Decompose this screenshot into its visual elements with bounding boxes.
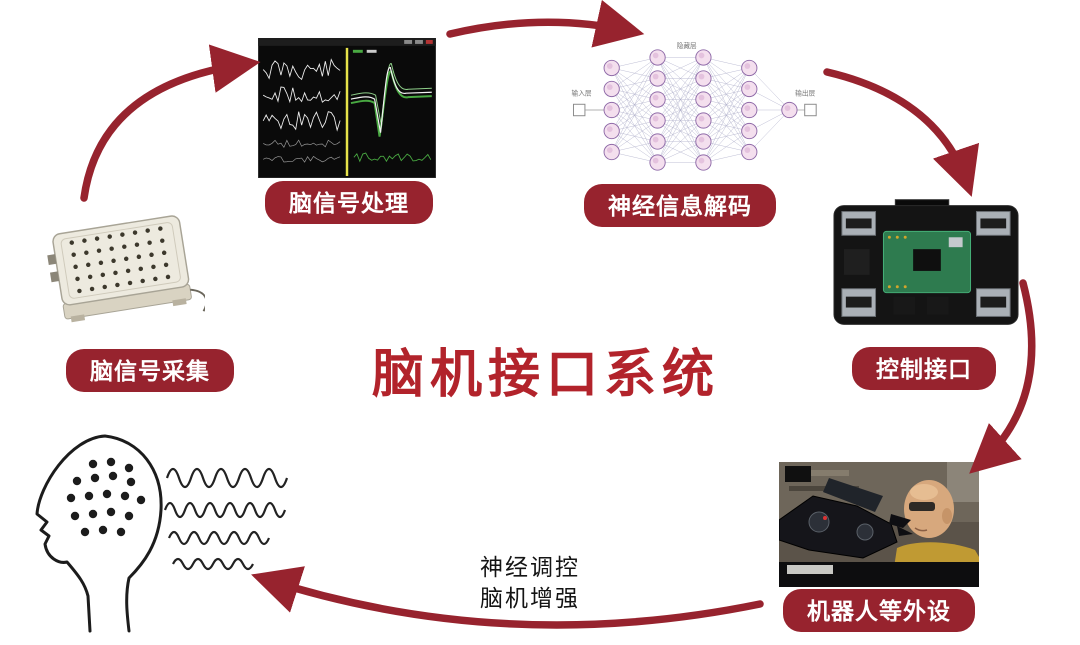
label-robot-peripherals: 机器人等外设 bbox=[783, 589, 975, 632]
head-outline bbox=[35, 434, 163, 633]
caption-line-1: 神经调控 bbox=[480, 555, 580, 580]
neuro-modulation-caption: 神经调控 脑机增强 bbox=[480, 552, 580, 614]
arrow-decoding-to-control bbox=[823, 68, 980, 197]
circuit-board-svg bbox=[833, 199, 1019, 325]
controller-circuit-board bbox=[832, 197, 1020, 330]
caption-line-2: 脑机增强 bbox=[480, 586, 580, 611]
pin-pads bbox=[887, 235, 907, 289]
device-cable bbox=[190, 288, 205, 312]
screen-titlebar bbox=[258, 38, 436, 46]
signal-processing-screenshot bbox=[258, 38, 436, 178]
person-glasses bbox=[909, 502, 935, 511]
electrode-sockets bbox=[69, 226, 171, 294]
erp-waveform bbox=[350, 63, 432, 137]
device-top bbox=[52, 215, 190, 306]
robotic-arm bbox=[779, 495, 898, 559]
arrow-acquisition-to-processing bbox=[80, 44, 261, 202]
label-control-interface: 控制接口 bbox=[852, 347, 996, 390]
head-profile-with-electrodes-and-brainwaves bbox=[15, 426, 310, 634]
scalp-electrodes bbox=[66, 457, 146, 537]
label-neural-decoding: 神经信息解码 bbox=[584, 184, 776, 227]
eeg-amplifier-device bbox=[40, 203, 205, 331]
raw-signal-traces bbox=[262, 58, 432, 163]
page-title: 脑机接口系统 bbox=[371, 345, 721, 405]
nn-input-label: 输入层 bbox=[572, 89, 592, 98]
nn-input-box bbox=[572, 103, 586, 117]
robotic-arm-user-photo bbox=[779, 462, 979, 587]
head-brainwaves-svg bbox=[35, 434, 289, 633]
brainwave-traces bbox=[163, 467, 289, 571]
robot-photo-svg bbox=[779, 462, 979, 587]
nn-hidden-label: 隐藏层 bbox=[677, 41, 697, 50]
signal-processing-svg bbox=[258, 38, 436, 178]
neural-network-svg: 输入层 隐藏层 输出层 bbox=[572, 41, 817, 171]
soc-chip bbox=[913, 249, 941, 271]
arrow-processing-to-decoding bbox=[446, 0, 645, 48]
gripper bbox=[889, 514, 911, 528]
eeg-device-svg bbox=[47, 215, 205, 323]
nn-output-box bbox=[804, 103, 817, 117]
label-signal-processing: 脑信号处理 bbox=[265, 181, 433, 224]
neural-network-diagram: 输入层 隐藏层 输出层 bbox=[562, 36, 820, 184]
nn-output-label: 输出层 bbox=[795, 89, 815, 98]
label-signal-acquisition: 脑信号采集 bbox=[66, 349, 234, 392]
